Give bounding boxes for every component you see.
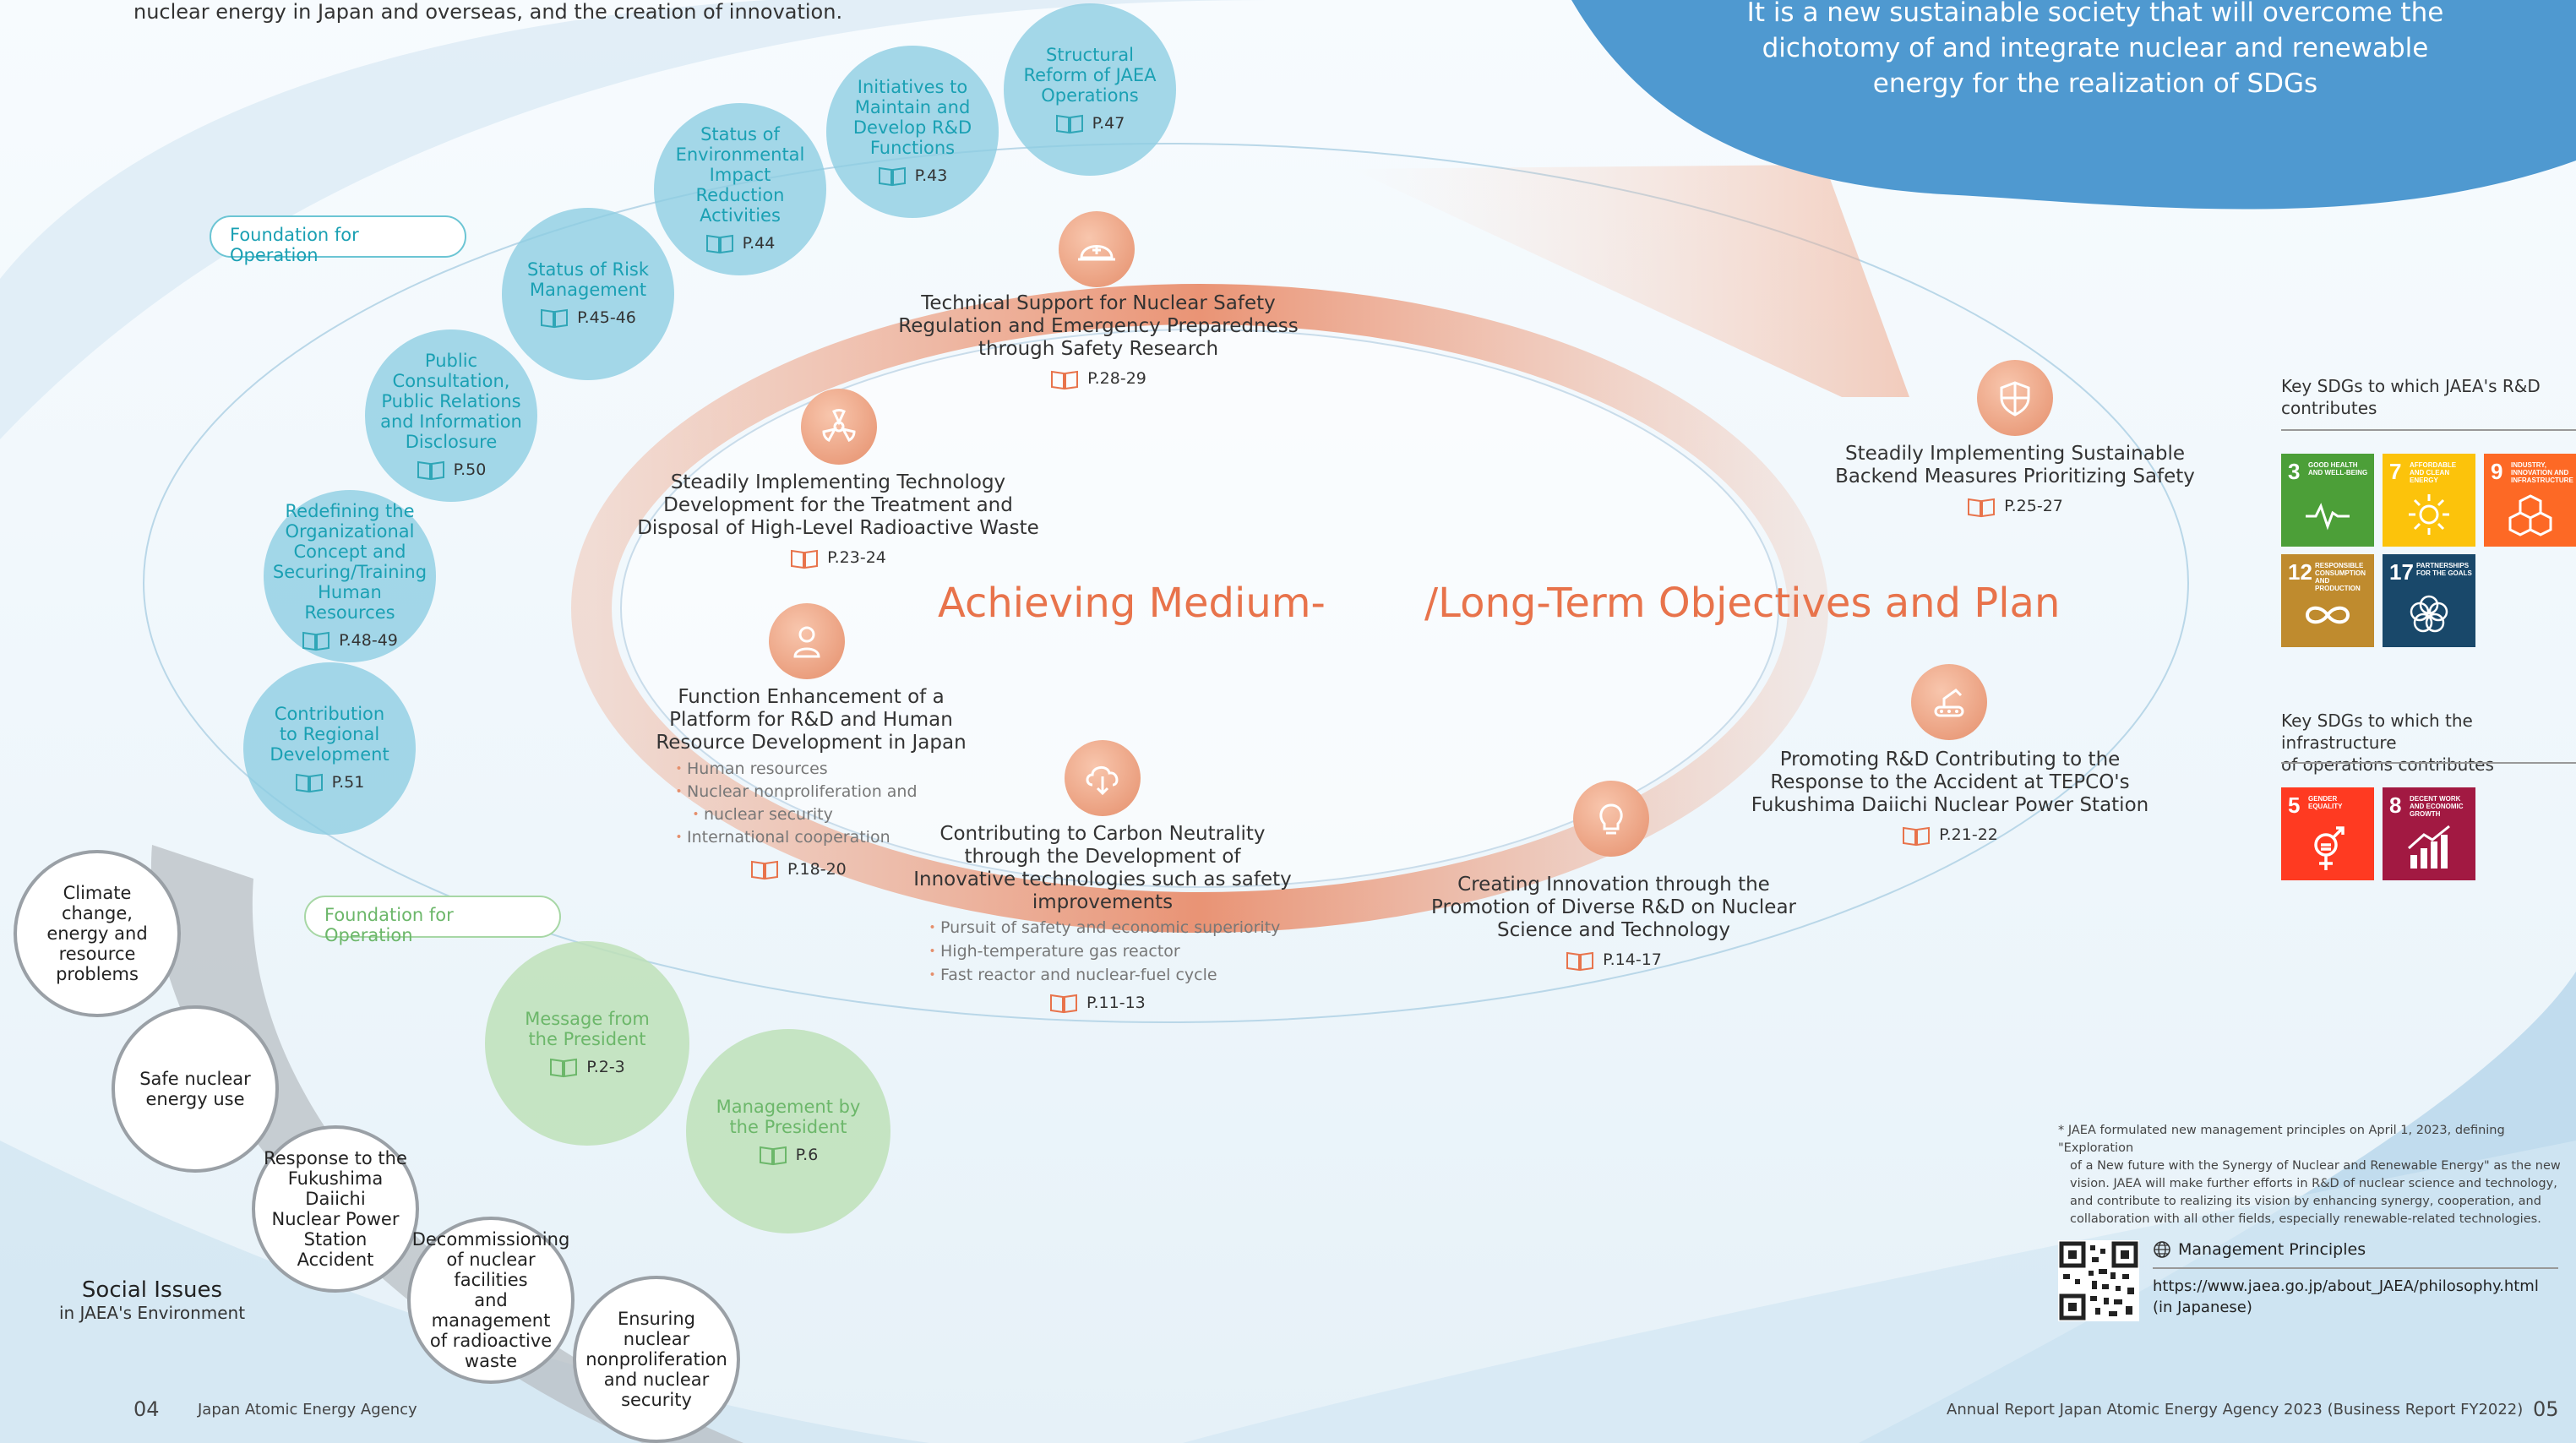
theme-radioactive-waste[interactable]: Steadily Implementing Technology Develop… [635,471,1041,569]
sun-power-icon [2409,494,2449,535]
vision-statement: It is a new sustainable society that wil… [1746,0,2444,99]
theme-rd-platform[interactable]: Function Enhancement of a Platform for R… [656,686,967,754]
management-principles-link[interactable]: https://www.jaea.go.jp/about_JAEA/philos… [2153,1277,2539,1295]
lightbulb-icon [1599,803,1623,835]
theme-backend-measures[interactable]: Steadily Implementing Sustainable Backen… [1825,443,2205,518]
theme-icon-innovation [1573,781,1649,857]
footer-report-title: Annual Report Japan Atomic Energy Agency… [1947,1401,2524,1418]
flower-rings-icon [2410,595,2448,633]
theme-innovation[interactable]: Creating Innovation through the Promotio… [1419,874,1808,972]
growth-chart-icon [2408,825,2450,869]
theme-carbon-page[interactable]: P.11-13 [1049,992,1146,1014]
theme-icon-safety [1059,211,1135,287]
book-icon [759,1146,787,1166]
foundation-label-top: Foundation for Operation [210,215,466,265]
center-title-left: Achieving Medium- [938,580,1326,627]
footer-org-name: Japan Atomic Energy Agency [198,1401,417,1418]
president-message[interactable]: Message from the President P.2-3 [485,941,689,1146]
book-icon [1968,498,1996,517]
cloud-down-icon [1086,766,1119,796]
link-divider [2153,1267,2558,1269]
foundation-label-bottom: Foundation for Operation [304,896,561,945]
book-icon [751,860,778,880]
qr-code[interactable] [2058,1240,2139,1321]
book-icon [550,1058,578,1078]
book-icon [302,631,330,651]
heartbeat-icon [2306,503,2350,531]
book-icon [878,166,906,187]
theme-rd-platform-page[interactable]: P.18-20 [750,858,847,880]
gender-equality-icon [2314,826,2345,870]
president-management[interactable]: Management by the President P.6 [686,1029,890,1233]
theme-carbon-neutrality[interactable]: Contributing to Carbon Neutrality throug… [913,823,1292,913]
foundation-item-environmental[interactable]: Status of Environmental Impact Reduction… [654,103,826,275]
shield-icon [2000,381,2030,417]
book-icon [1050,994,1077,1014]
theme-icon-fukushima [1911,664,1987,740]
book-icon [1055,114,1083,134]
book-icon [791,549,819,569]
radiation-fan-icon [822,409,856,442]
page-number-right: 05 [2533,1397,2559,1421]
foundation-item-structural-reform[interactable]: Structural Reform of JAEA Operations P.4… [1004,3,1176,176]
book-icon [417,460,444,481]
helmet-icon [1078,245,1115,261]
globe-icon [2154,1241,2170,1258]
foundation-item-risk-management[interactable]: Status of Risk Management P.45-46 [502,208,674,380]
link-language-note: (in Japanese) [2153,1299,2252,1316]
theme-safety-research[interactable]: Technical Support for Nuclear Safety Reg… [887,292,1310,390]
theme-icon-carbon [1065,740,1141,816]
foundation-item-regional-development[interactable]: Contribution to Regional Development P.5… [243,662,416,835]
cubes-icon [2508,494,2552,536]
social-issues-heading: Social Issues in JAEA's Environment [58,1277,246,1323]
theme-fukushima-response[interactable]: Promoting R&D Contributing to the Respon… [1739,749,2161,847]
center-title-right: /Long-Term Objectives and Plan [1424,580,2061,627]
page-number-left: 04 [133,1397,160,1421]
book-icon [1903,826,1931,846]
book-icon [1051,370,1079,389]
sdg-infra-heading: Key SDGs to which the infrastructure of … [2281,711,2494,775]
link-heading: Management Principles [2153,1240,2366,1259]
person-icon [793,626,820,658]
foundation-item-rd-functions[interactable]: Initiatives to Maintain and Develop R&D … [826,46,999,218]
theme-icon-waste [801,389,877,465]
robot-icon [1934,689,1964,717]
sdg-infra-divider [2281,762,2576,764]
foundation-item-human-resources[interactable]: Redefining the Organizational Concept an… [264,490,436,662]
theme-carbon-subitems: Pursuit of safety and economic superiori… [924,916,1313,987]
book-icon [705,234,733,254]
intro-text: nuclear energy in Japan and overseas, an… [133,0,843,24]
theme-icon-backend [1977,360,2053,436]
theme-rd-platform-subitems: Human resources Nuclear nonproliferation… [671,758,941,849]
book-icon [1566,951,1594,971]
theme-icon-platform [769,603,845,679]
book-icon [295,773,323,793]
footnote: * JAEA formulated new management princip… [2058,1124,2561,1226]
sdg-rd-heading: Key SDGs to which JAEA's R&D contributes [2281,376,2541,418]
foundation-item-public-relations[interactable]: Public Consultation, Public Relations an… [365,329,537,502]
sdg-rd-divider [2281,429,2576,431]
book-icon [541,308,569,329]
infinity-icon [2305,606,2350,624]
